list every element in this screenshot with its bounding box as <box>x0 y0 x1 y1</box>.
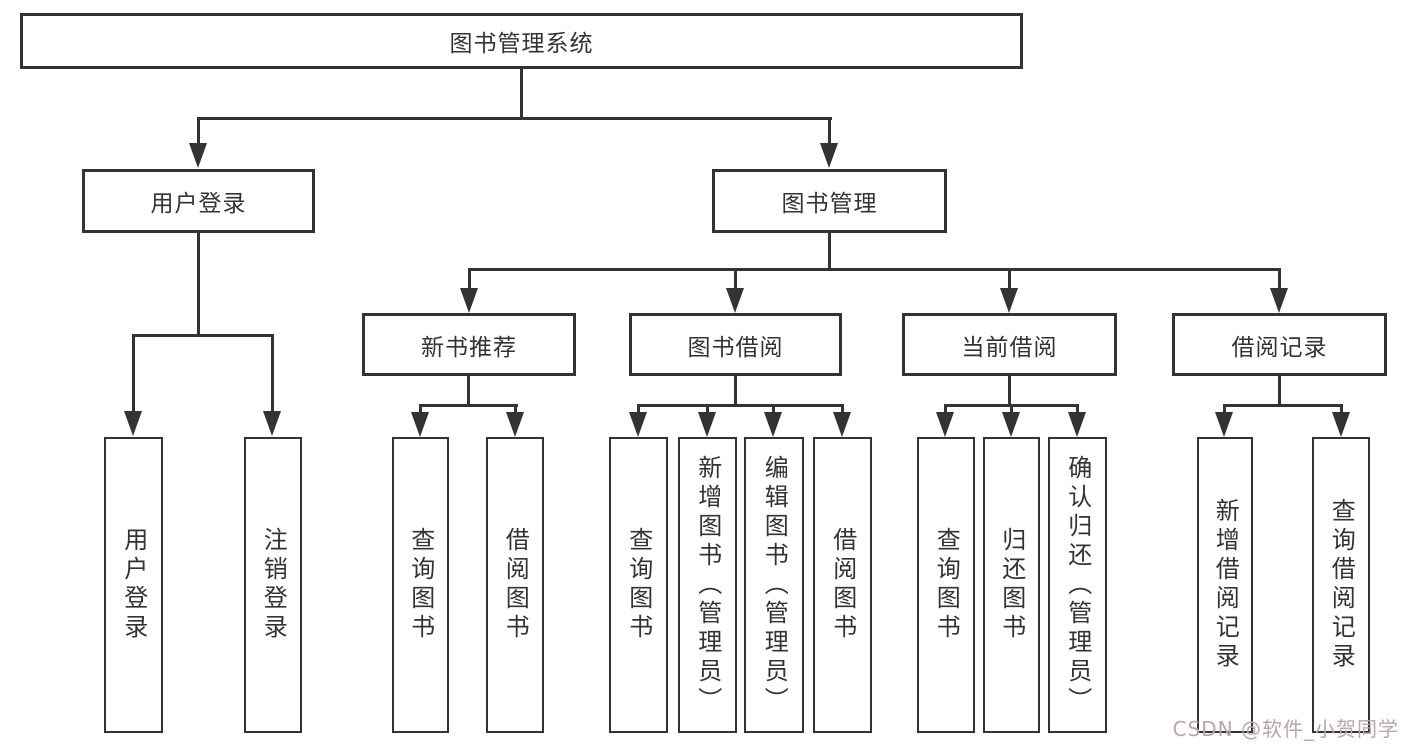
arrow-down-icon <box>1002 412 1020 437</box>
arrow-down-icon <box>1068 412 1086 437</box>
connector-recommend-stem <box>467 376 470 407</box>
connector-bookmgmt-stem <box>828 233 831 271</box>
node-add-borrow-record: 新增借阅记录 <box>1197 437 1253 733</box>
connector-borrow-stem <box>734 376 737 407</box>
node-label: 用户登录 <box>119 527 148 643</box>
connector-root-stem <box>520 69 523 120</box>
csdn-watermark: CSDN @软件_小贺同学 <box>1172 717 1399 741</box>
node-borrow-books-1: 借阅图书 <box>486 437 544 733</box>
arrow-down-icon <box>189 143 207 168</box>
connector-shaft <box>468 268 471 290</box>
connector-shaft <box>132 334 135 414</box>
arrow-down-icon <box>764 412 782 437</box>
node-label: 确认归还（管理员） <box>1063 454 1092 716</box>
connector-shaft <box>419 404 422 416</box>
node-current-borrow: 当前借阅 <box>902 313 1117 376</box>
arrow-down-icon <box>506 412 524 437</box>
connector-shaft <box>1340 404 1343 416</box>
connector-shaft <box>828 117 831 147</box>
node-query-borrow-record: 查询借阅记录 <box>1312 437 1370 733</box>
node-query-books-3: 查询图书 <box>917 437 975 733</box>
node-query-books-2: 查询图书 <box>609 437 668 733</box>
node-label: 新增图书（管理员） <box>693 454 722 716</box>
arrow-down-icon <box>411 412 429 437</box>
node-label: 借阅记录 <box>1231 334 1328 361</box>
node-label: 图书管理系统 <box>449 31 594 57</box>
node-label: 借阅图书 <box>828 527 857 643</box>
connector-root-bar <box>197 117 832 120</box>
node-label: 新书推荐 <box>421 334 517 361</box>
connector-shaft <box>734 268 737 290</box>
arrow-down-icon <box>1000 288 1018 313</box>
connector-recommend-bar <box>419 404 518 407</box>
node-borrow-books-2: 借阅图书 <box>813 437 872 733</box>
node-book-management-system: 图书管理系统 <box>20 13 1023 69</box>
arrow-down-icon <box>1332 412 1350 437</box>
node-label: 查询图书 <box>406 527 435 643</box>
node-label: 归还图书 <box>997 527 1026 643</box>
connector-shaft <box>1223 404 1226 416</box>
connector-records-stem <box>1278 376 1281 407</box>
node-label: 图书借阅 <box>687 334 784 361</box>
connector-shaft <box>1278 268 1281 290</box>
node-logout: 注销登录 <box>244 437 302 733</box>
node-label: 注销登录 <box>259 527 288 643</box>
connector-borrow-bar <box>637 404 844 407</box>
connector-shaft <box>271 334 274 414</box>
connector-current-stem <box>1008 376 1011 407</box>
node-book-management: 图书管理 <box>712 169 947 233</box>
node-new-book-recommend: 新书推荐 <box>362 313 576 376</box>
node-user-login: 用户登录 <box>82 169 315 233</box>
connector-shaft <box>1076 404 1079 416</box>
connector-userlogin-stem <box>197 233 200 337</box>
connector-userlogin-bar <box>132 334 274 337</box>
node-label: 图书管理 <box>781 191 878 217</box>
connector-shaft <box>197 117 200 147</box>
node-label: 查询图书 <box>624 527 653 643</box>
node-label: 查询图书 <box>932 527 961 643</box>
node-label: 借阅图书 <box>501 527 530 643</box>
node-confirm-return-admin: 确认归还（管理员） <box>1048 437 1107 733</box>
connector-shaft <box>514 404 517 416</box>
connector-shaft <box>637 404 640 416</box>
node-query-books-1: 查询图书 <box>392 437 449 733</box>
node-user-login-leaf: 用户登录 <box>104 437 163 733</box>
node-label: 查询借阅记录 <box>1327 498 1356 672</box>
arrow-down-icon <box>460 288 478 313</box>
arrow-down-icon <box>124 411 142 436</box>
node-borrow-records: 借阅记录 <box>1172 313 1387 376</box>
connector-shaft <box>944 404 947 416</box>
node-label: 新增借阅记录 <box>1211 498 1240 672</box>
connector-shaft <box>1010 404 1013 416</box>
node-add-book-admin: 新增图书（管理员） <box>678 437 737 733</box>
connector-records-bar <box>1223 404 1343 407</box>
connector-shaft <box>706 404 709 416</box>
arrow-down-icon <box>820 143 838 168</box>
arrow-down-icon <box>936 412 954 437</box>
arrow-down-icon <box>1215 412 1233 437</box>
node-label: 当前借阅 <box>961 334 1058 361</box>
connector-bookmgmt-bar <box>468 268 1281 271</box>
node-return-book: 归还图书 <box>983 437 1040 733</box>
connector-shaft <box>841 404 844 416</box>
connector-shaft <box>1008 268 1011 290</box>
node-book-borrow: 图书借阅 <box>629 313 842 376</box>
node-label: 编辑图书（管理员） <box>760 454 789 716</box>
node-edit-book-admin: 编辑图书（管理员） <box>744 437 804 733</box>
arrow-down-icon <box>726 288 744 313</box>
arrow-down-icon <box>629 412 647 437</box>
node-label: 用户登录 <box>150 191 247 217</box>
arrow-down-icon <box>698 412 716 437</box>
arrow-down-icon <box>263 411 281 436</box>
connector-shaft <box>772 404 775 416</box>
arrow-down-icon <box>1270 288 1288 313</box>
arrow-down-icon <box>833 412 851 437</box>
